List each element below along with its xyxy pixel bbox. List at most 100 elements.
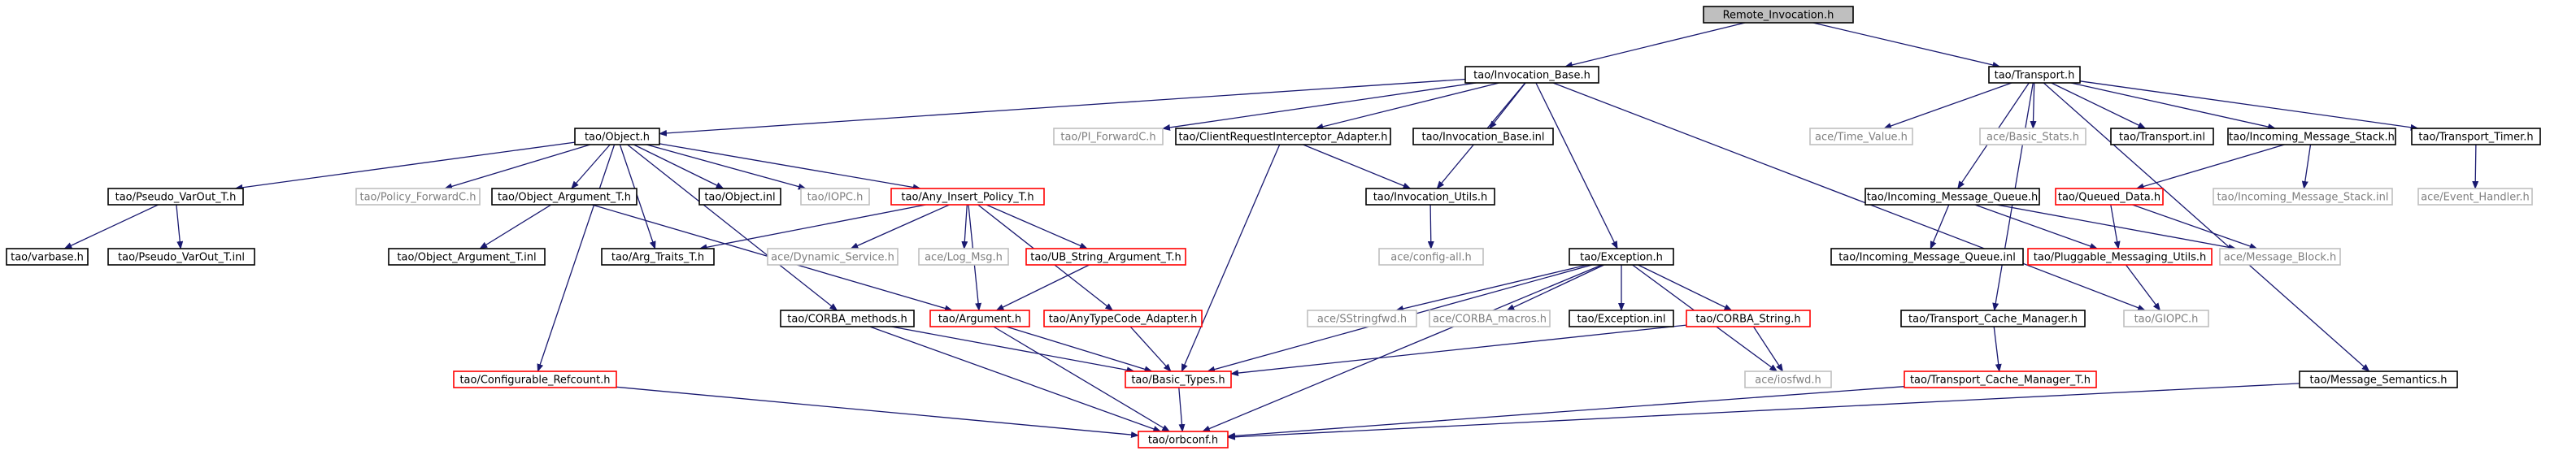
edge-remote_invocation-to-invocation_base	[1564, 22, 1746, 68]
node-box	[1053, 128, 1164, 145]
node-label: ace/CORBA_macros.h	[1433, 314, 1547, 326]
node-queued-data[interactable]: tao/Queued_Data.h	[2055, 188, 2164, 206]
node-label: tao/varbase.h	[11, 252, 84, 264]
nodes-layer: Remote_Invocation.h tao/Invocation_Base.h…	[6, 6, 2541, 448]
edge-transport-to-message_semantics	[2043, 82, 2370, 372]
edge-incoming_msg_queue-to-pluggable_messaging_utils	[1974, 204, 2099, 249]
node-corba-macros[interactable]: ace/CORBA_macros.h	[1429, 310, 1551, 327]
node-label: tao/Invocation_Base.h	[1473, 70, 1590, 82]
node-label: tao/Incoming_Message_Stack.h	[2229, 132, 2395, 144]
node-pi-forwardc[interactable]: tao/PI_ForwardC.h	[1053, 128, 1164, 145]
node-box	[2213, 188, 2393, 206]
node-event-handler[interactable]: ace/Event_Handler.h	[2417, 188, 2533, 206]
node-incoming-msg-stack[interactable]: tao/Incoming_Message_Stack.h	[2227, 128, 2396, 145]
node-corba-string[interactable]: tao/CORBA_String.h	[1686, 310, 1811, 327]
node-label: tao/Transport_Cache_Manager.h	[1908, 314, 2078, 326]
edge-transport_cache_manager_t-to-orbconf	[1227, 386, 1905, 440]
node-sstringfwd[interactable]: ace/SStringfwd.h	[1307, 310, 1417, 327]
node-invocation-base[interactable]: tao/Invocation_Base.h	[1464, 66, 1599, 84]
node-transport-timer[interactable]: tao/Transport_Timer.h	[2411, 128, 2541, 145]
node-label: tao/Incoming_Message_Queue.h	[1867, 192, 2038, 204]
node-label: Remote_Invocation.h	[1723, 10, 1834, 22]
node-box	[601, 248, 715, 266]
node-message-block[interactable]: ace/Message_Block.h	[2219, 248, 2341, 266]
node-label: tao/IOPC.h	[807, 192, 864, 204]
node-basic-stats[interactable]: ace/Basic_Stats.h	[1979, 128, 2086, 145]
node-pseudo-varout[interactable]: tao/Pseudo_VarOut_T.h	[107, 188, 244, 206]
node-object-inl[interactable]: tao/Object.inl	[698, 188, 781, 206]
edge-incoming_msg_queue-to-incoming_msg_queue_inl	[1930, 204, 1950, 249]
edge-object-to-corba_methods	[627, 144, 838, 311]
node-box	[388, 248, 546, 266]
edge-invocation_utils-to-config_all	[1427, 204, 1434, 249]
node-orbconf[interactable]: tao/orbconf.h	[1138, 431, 1229, 448]
node-box	[1175, 128, 1391, 145]
node-client-req-adapter[interactable]: tao/ClientRequestInterceptor_Adapter.h	[1175, 128, 1391, 145]
node-object-argument-inl[interactable]: tao/Object_Argument_T.inl	[388, 248, 546, 266]
node-box	[1125, 370, 1232, 388]
edge-transport-to-transport_inl	[2051, 82, 2147, 129]
node-ub-string-argument[interactable]: tao/UB_String_Argument_T.h	[1025, 248, 1186, 266]
node-anytypecode-adapter[interactable]: tao/AnyTypeCode_Adapter.h	[1043, 310, 1203, 327]
node-label: tao/Message_Semantics.h	[2310, 375, 2448, 387]
node-pseudo-varout-inl[interactable]: tao/Pseudo_VarOut_T.inl	[107, 248, 255, 266]
node-box	[2417, 188, 2533, 206]
node-giopc[interactable]: tao/GIOPC.h	[2123, 310, 2209, 327]
node-log-msg[interactable]: ace/Log_Msg.h	[918, 248, 1009, 266]
edge-corba_methods-to-basic_types	[891, 326, 1135, 374]
node-varbase[interactable]: tao/varbase.h	[6, 248, 89, 266]
node-arg-traits[interactable]: tao/Arg_Traits_T.h	[601, 248, 715, 266]
node-exception[interactable]: tao/Exception.h	[1569, 248, 1674, 266]
edge-any_insert_policy-to-log_msg	[961, 204, 968, 249]
node-box	[1744, 370, 1832, 388]
node-label: tao/Object.h	[585, 132, 650, 144]
edge-pseudo_varout-to-pseudo_varout_inl	[176, 204, 184, 249]
node-transport[interactable]: tao/Transport.h	[1988, 66, 2081, 84]
node-box	[918, 248, 1009, 266]
node-corba-methods[interactable]: tao/CORBA_methods.h	[780, 310, 915, 327]
node-box	[2123, 310, 2209, 327]
node-box	[1703, 6, 1854, 24]
node-label: tao/Transport_Timer.h	[2418, 132, 2533, 144]
node-transport-cache-manager[interactable]: tao/Transport_Cache_Manager.h	[1900, 310, 2086, 327]
node-configurable-refcount[interactable]: tao/Configurable_Refcount.h	[453, 370, 617, 388]
node-label: tao/CORBA_methods.h	[787, 314, 907, 326]
edges-layer	[63, 22, 2479, 440]
node-pluggable-messaging-utils[interactable]: tao/Pluggable_Messaging_Utils.h	[2027, 248, 2213, 266]
edge-object-to-object_argument	[571, 144, 611, 189]
node-iosfwd[interactable]: ace/iosfwd.h	[1744, 370, 1832, 388]
node-basic-types[interactable]: tao/Basic_Types.h	[1125, 370, 1232, 388]
node-iopc[interactable]: tao/IOPC.h	[800, 188, 870, 206]
node-incoming-msg-queue[interactable]: tao/Incoming_Message_Queue.h	[1865, 188, 2040, 206]
node-box	[1365, 188, 1495, 206]
node-label: tao/Arg_Traits_T.h	[611, 252, 704, 264]
node-message-semantics[interactable]: tao/Message_Semantics.h	[2299, 370, 2458, 388]
node-config-all[interactable]: ace/config-all.h	[1378, 248, 1484, 266]
edge-invocation_base-to-exception	[1535, 82, 1618, 249]
node-box	[1979, 128, 2086, 145]
node-box	[780, 310, 915, 327]
node-transport-inl[interactable]: tao/Transport.inl	[2110, 128, 2214, 145]
node-dynamic-service[interactable]: ace/Dynamic_Service.h	[767, 248, 899, 266]
edge-basic_types-to-orbconf	[1178, 387, 1186, 432]
node-label: ace/Log_Msg.h	[925, 252, 1003, 264]
node-any-insert-policy[interactable]: tao/Any_Insert_Policy_T.h	[890, 188, 1045, 206]
node-time-value[interactable]: ace/Time_Value.h	[1809, 128, 1913, 145]
edge-object_argument-to-object_argument_inl	[479, 204, 552, 249]
node-policy-forwardc[interactable]: tao/Policy_ForwardC.h	[355, 188, 481, 206]
edge-incoming_msg_queue-to-message_block	[1996, 204, 2237, 251]
node-object[interactable]: tao/Object.h	[574, 128, 660, 145]
node-box	[491, 188, 637, 206]
node-exception-inl[interactable]: tao/Exception.inl	[1569, 310, 1674, 327]
edge-queued_data-to-pluggable_messaging_utils	[2110, 204, 2121, 249]
node-transport-cache-manager-t[interactable]: tao/Transport_Cache_Manager_T.h	[1904, 370, 2097, 388]
node-label: ace/Dynamic_Service.h	[771, 252, 894, 264]
node-invocation-utils[interactable]: tao/Invocation_Utils.h	[1365, 188, 1495, 206]
node-invocation-base-inl[interactable]: tao/Invocation_Base.inl	[1412, 128, 1554, 145]
node-box	[1464, 66, 1599, 84]
node-argument[interactable]: tao/Argument.h	[929, 310, 1030, 327]
node-object-argument[interactable]: tao/Object_Argument_T.h	[491, 188, 637, 206]
node-label: tao/Pseudo_VarOut_T.inl	[118, 252, 245, 264]
node-incoming-msg-stack-inl[interactable]: tao/Incoming_Message_Stack.inl	[2213, 188, 2393, 206]
node-incoming-msg-queue-inl[interactable]: tao/Incoming_Message_Queue.inl	[1830, 248, 2024, 266]
